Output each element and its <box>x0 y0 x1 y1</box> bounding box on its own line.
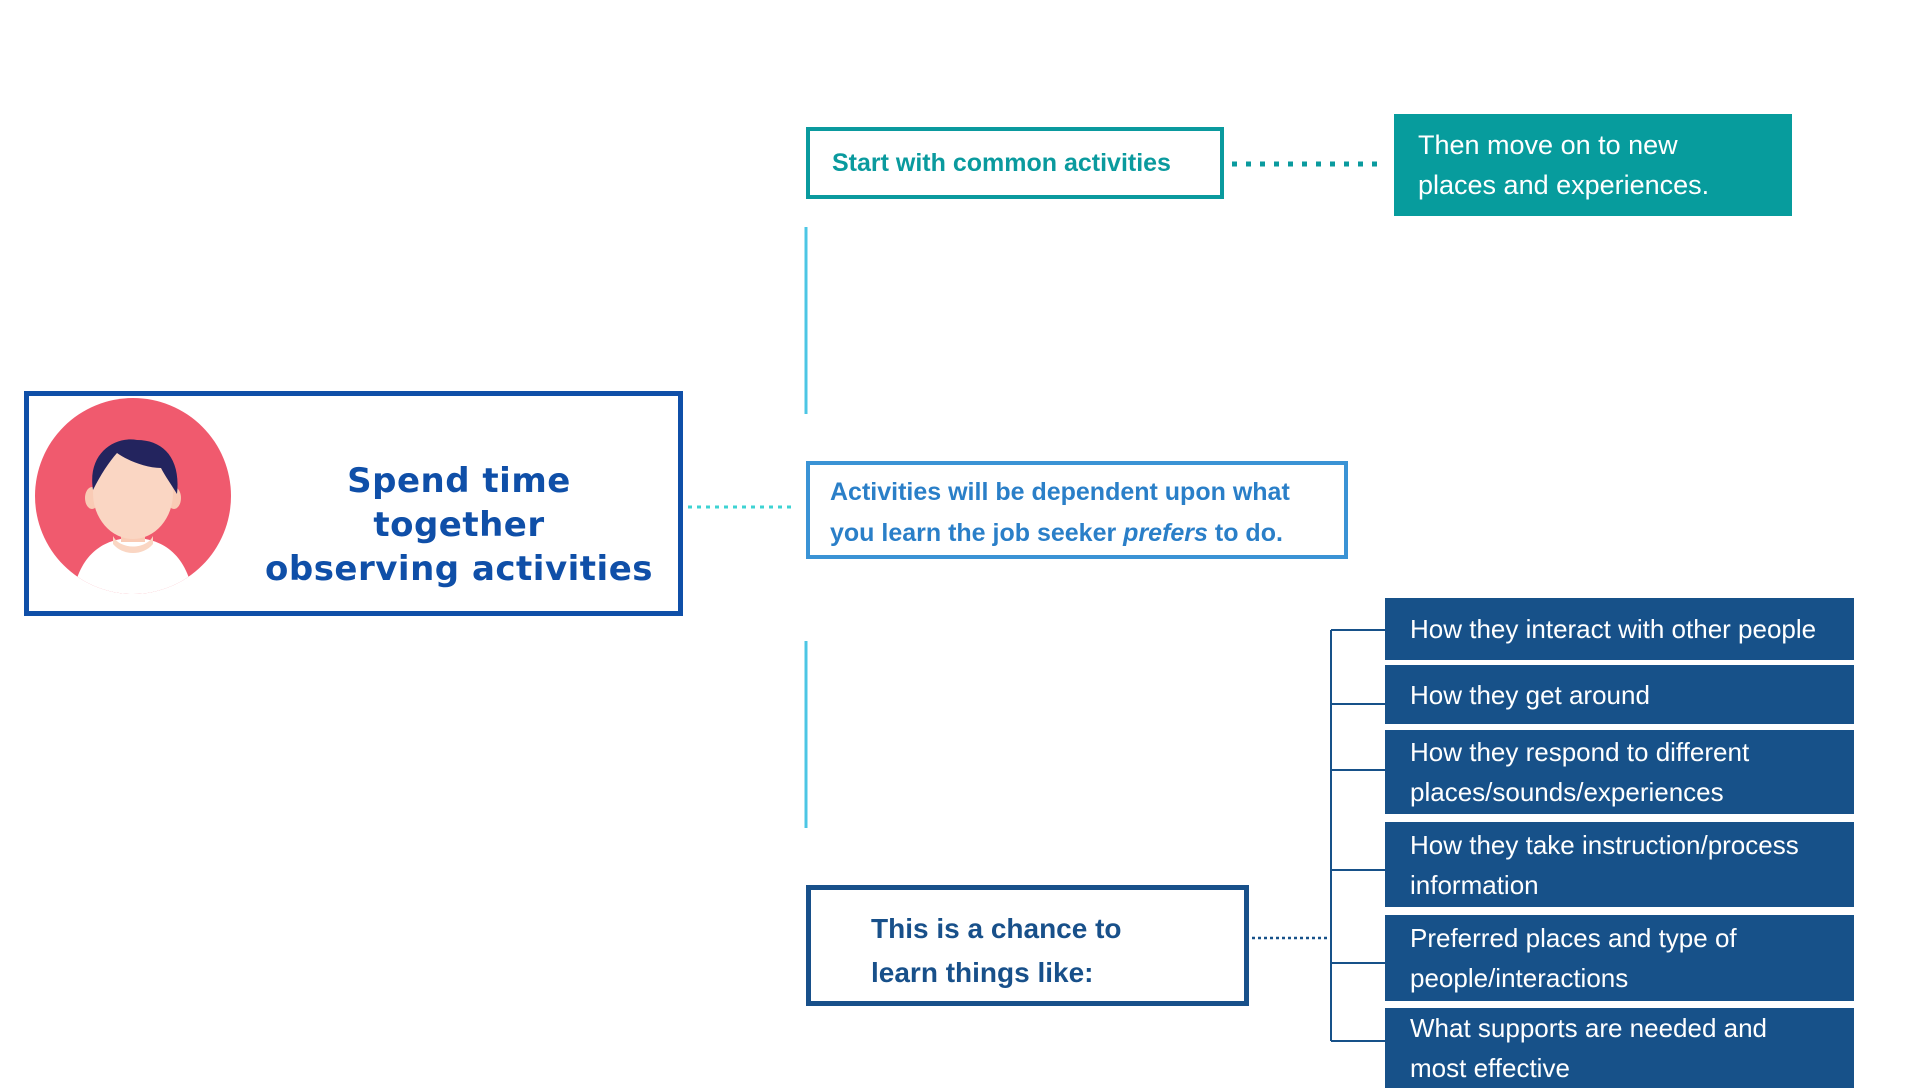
learn-item-line: How they take instruction/process <box>1410 829 1799 860</box>
main-title: Spend time together observing activities <box>264 459 654 591</box>
dependent-line2-prefix: you learn the job seeker <box>830 519 1124 547</box>
dependent-activities-box: Activities will be dependent upon what y… <box>806 461 1348 559</box>
learn-item-instruction: How they take instruction/process inform… <box>1385 822 1854 907</box>
learn-item-line: information <box>1410 869 1539 900</box>
learn-item-line: Preferred places and type of <box>1410 923 1737 953</box>
new-places-box: Then move on to new places and experienc… <box>1394 114 1792 216</box>
new-places-line2: places and experiences. <box>1418 170 1710 200</box>
learn-item-line: people/interactions <box>1410 963 1629 993</box>
learn-item-line: How they get around <box>1410 679 1650 710</box>
learn-item-line: How they respond to different <box>1410 737 1750 767</box>
dependent-line2-emphasis: prefers <box>1123 519 1208 547</box>
learn-item-line: What supports are needed and <box>1410 1013 1768 1043</box>
learn-item-respond: How they respond to different places/sou… <box>1385 730 1854 814</box>
main-title-line2: observing activities <box>265 549 653 589</box>
main-box: Spend time together observing activities <box>24 391 683 616</box>
learn-item-line: How they interact with other people <box>1410 614 1817 644</box>
common-activities-label: Start with common activities <box>832 148 1171 177</box>
learn-item-preferred: Preferred places and type of people/inte… <box>1385 915 1854 1001</box>
learn-item-get-around: How they get around <box>1385 665 1854 724</box>
chance-to-learn-box: This is a chance to learn things like: <box>806 885 1249 1006</box>
learn-item-supports: What supports are needed and most effect… <box>1385 1008 1854 1088</box>
list-bracket <box>1330 629 1385 1042</box>
chance-line2: learn things like: <box>871 957 1094 988</box>
dependent-line1: Activities will be dependent upon what <box>830 478 1290 506</box>
chance-line1: This is a chance to <box>871 913 1122 944</box>
new-places-line1: Then move on to new <box>1418 130 1678 160</box>
dependent-line2-suffix: to do. <box>1207 519 1283 547</box>
common-activities-box: Start with common activities <box>806 127 1224 199</box>
learn-item-line: places/sounds/experiences <box>1410 777 1724 807</box>
person-avatar-icon <box>35 398 231 594</box>
learn-item-interactions: How they interact with other people <box>1385 598 1854 660</box>
dependent-line2: you learn the job seeker prefers to do. <box>830 513 1344 554</box>
main-title-line1: Spend time together <box>347 461 571 545</box>
learn-item-line: most effective <box>1410 1053 1570 1083</box>
